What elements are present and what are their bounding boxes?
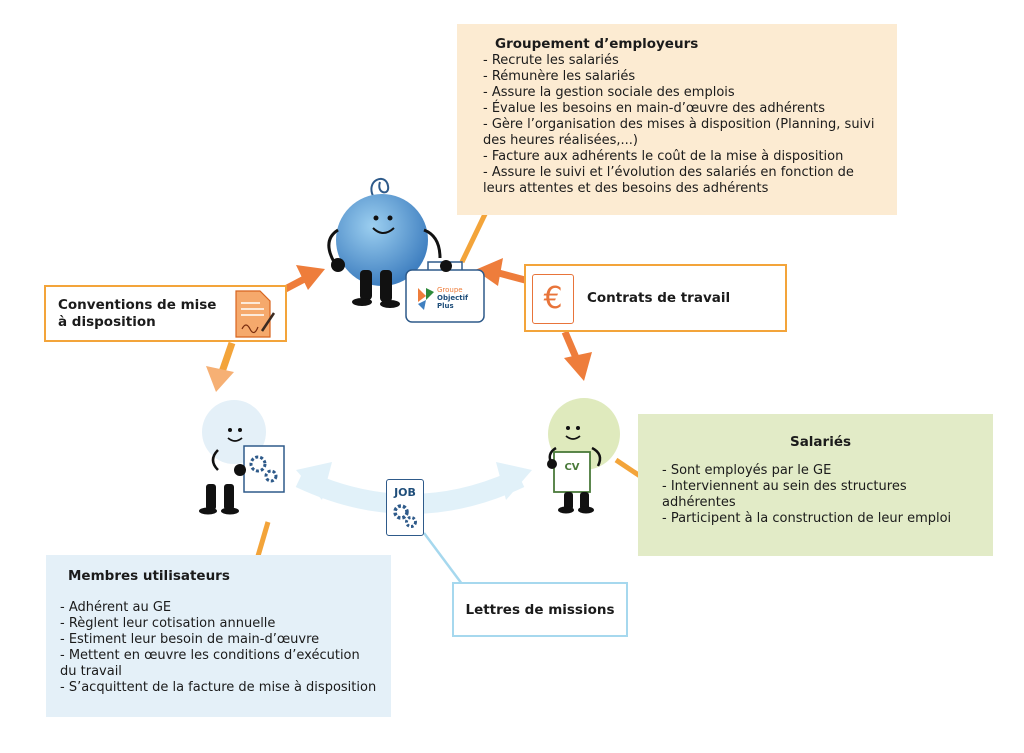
mascot-groupement [327, 177, 485, 323]
conventions-label: Conventions de mise à disposition [58, 297, 217, 330]
lettres-box: Lettres de missions [452, 582, 628, 637]
membres-item: - S’acquittent de la facture de mise à d… [60, 680, 377, 695]
membres-title: Membres utilisateurs [68, 568, 230, 584]
groupement-box: Groupement d’employeurs - Recrute les sa… [457, 24, 897, 215]
groupement-item: - Assure la gestion sociale des emplois [483, 85, 735, 100]
gears-icon [393, 504, 417, 528]
logo-line1: Groupe [437, 286, 463, 294]
conventions-box: Conventions de mise à disposition [44, 285, 287, 342]
logo-text: Groupe Objectif Plus [437, 286, 468, 310]
logo-line3: Plus [437, 302, 454, 310]
groupement-item: - Recrute les salariés [483, 53, 619, 68]
groupement-item: - Assure le suivi et l’évolution des sal… [483, 165, 854, 196]
groupement-title: Groupement d’employeurs [495, 36, 699, 52]
arrow-conventions-down-head [206, 366, 234, 392]
job-card: JOB [386, 479, 424, 536]
lettres-label: Lettres de missions [465, 602, 615, 618]
leader-line-membres [255, 521, 271, 557]
groupement-item: - Gère l’organisation des mises à dispos… [483, 117, 875, 148]
membres-item: - Adhérent au GE [60, 600, 172, 615]
job-label: JOB [394, 486, 416, 499]
membres-item: - Estiment leur besoin de main-d’œuvre [60, 632, 320, 647]
contrats-label: Contrats de travail [587, 290, 731, 306]
groupement-item: - Facture aux adhérents le coût de la mi… [483, 149, 844, 164]
membres-item: - Mettent en œuvre les conditions d’exéc… [60, 648, 360, 679]
leader-line-lettres [422, 532, 464, 585]
logo-line2: Objectif [437, 294, 469, 302]
cv-label: CV [564, 462, 580, 473]
leader-line-groupement [459, 208, 490, 264]
arrow-conventions-up-head [296, 265, 325, 290]
arrow-contrats-up-head [475, 258, 503, 286]
mascot-salaries [547, 398, 620, 514]
arrow-contrats-down-shaft [561, 330, 581, 362]
contrats-box: € Contrats de travail [524, 264, 787, 332]
groupement-item: - Évalue les besoins en main-d’œuvre des… [483, 101, 826, 116]
salaries-title: Salariés [789, 434, 852, 450]
membres-item: - Règlent leur cotisation annuelle [60, 616, 276, 631]
arrow-conventions-down-shaft [218, 341, 236, 374]
groupement-item: - Rémunère les salariés [483, 69, 636, 84]
double-arrow-left-head [296, 462, 332, 500]
salaries-item: - Interviennent au sein des structures a… [662, 479, 907, 510]
double-arrow-right-head [496, 462, 532, 500]
mascot-membres [199, 400, 285, 515]
salaries-item: - Sont employés par le GE [662, 463, 832, 478]
leader-line-salaries [614, 457, 642, 479]
salaries-box: Salariés - Sont employés par le GE - Int… [638, 414, 993, 556]
salaries-item: - Participent à la construction de leur … [662, 511, 952, 526]
contract-document-icon [235, 290, 276, 338]
arrow-contrats-down-head [564, 352, 592, 381]
membres-box: Membres utilisateurs - Adhérent au GE - … [46, 555, 391, 717]
euro-icon: € [532, 274, 574, 324]
